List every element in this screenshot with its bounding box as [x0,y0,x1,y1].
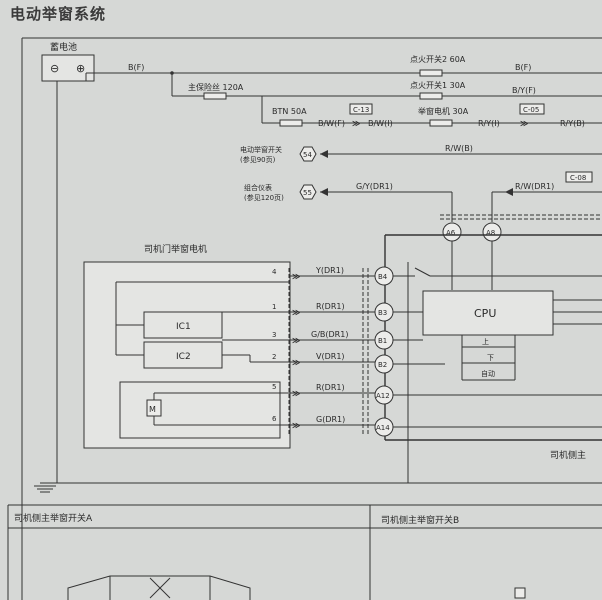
ref-54-line1: 电动举窗开关 [240,145,282,154]
svg-text:A12: A12 [376,392,390,400]
wire-rw-dr1: R/W(DR1) [515,182,554,191]
svg-text:B1: B1 [378,337,387,345]
wire-gb-dr1: G/B(DR1) [311,330,348,339]
pin-row-1: 4 ≫ Y(DR1) B4 [116,266,394,286]
svg-text:C-05: C-05 [523,106,539,114]
pin-row-5: 5 ≫ R(DR1) A12 [272,383,394,405]
svg-text:≫: ≫ [292,421,300,430]
wire-bw-i: B/W(I) [368,119,393,128]
fuse-ign2-label: 点火开关2 60A [410,54,466,64]
ref-54-badge [299,146,317,162]
battery-pos-icon: ⊕ [76,62,85,75]
svg-text:≫: ≫ [292,308,300,317]
svg-text:54: 54 [303,151,312,159]
fuse-ign1-icon [419,92,443,100]
svg-text:≫: ≫ [292,389,300,398]
fuse-motor-icon [429,119,453,127]
fuse-ign1-label: 点火开关1 30A [410,80,466,90]
svg-text:A14: A14 [376,424,390,432]
wire-bf-1: B(F) [128,63,144,72]
svg-text:3: 3 [272,331,276,339]
pin-row-4: 2 ≫ V(DR1) B2 [272,352,394,374]
battery-label: 蓄电池 [50,41,77,53]
connector-c05 [519,103,545,115]
wire-gy-dr1: G/Y(DR1) [356,182,393,191]
switch-up-label: 上 [482,337,489,346]
wire-ry-b: R/Y(B) [560,119,585,128]
svg-text:M: M [149,405,156,414]
switch-auto-label: 自动 [481,369,495,378]
fuse-btn-label: BTN 50A [272,107,307,116]
panel-a-title: 司机侧主举窗开关A [14,512,93,524]
fuse-motor-label: 举窗电机 30A [418,106,469,116]
ic2-box [143,341,223,369]
switch-down-label: 下 [487,354,494,362]
fuse-main-label: 主保险丝 120A [188,82,244,92]
panel-b-icon [514,587,526,599]
svg-text:2: 2 [272,353,276,361]
wire-r-dr1: R(DR1) [316,302,345,311]
ref-55-line2: (参见120页) [244,193,284,202]
svg-text:A6: A6 [446,229,456,237]
motor-sensor-box [119,381,281,439]
svg-text:4: 4 [272,268,277,276]
svg-text:C-13: C-13 [353,106,369,114]
battery-neg-icon: ⊖ [50,62,59,75]
svg-text:≫: ≫ [292,336,300,345]
svg-text:≫: ≫ [292,272,300,281]
ic1-label: IC1 [176,322,191,332]
svg-text:B4: B4 [378,273,388,281]
wire-bf-2: B(F) [515,63,531,72]
svg-text:B3: B3 [378,309,387,317]
ref-55-badge [299,184,317,200]
svg-text:C-08: C-08 [570,174,586,182]
svg-text:5: 5 [272,383,276,391]
panel-a-switch-outline [67,575,251,600]
svg-text:6: 6 [272,415,277,423]
fuse-ign2-icon [419,69,443,77]
connector-c08 [565,171,593,183]
wire-rw-b: R/W(B) [445,144,473,153]
cpu-label: CPU [474,307,496,320]
pin-row-2: 1 ≫ R(DR1) B3 [272,302,394,322]
wire-ry-i: R/Y(I) [478,119,500,128]
right-side-label: 司机侧主 [550,449,586,461]
svg-text:1: 1 [272,303,276,311]
panel-b-title: 司机侧主举窗开关B [381,514,459,526]
wire-by-f: B/Y(F) [512,86,536,95]
fuse-main-icon [203,92,227,100]
battery-box [41,54,95,82]
fuse-btn-icon [279,119,303,127]
wire-bw-f: B/W(F) [318,119,345,128]
wire-v-dr1: V(DR1) [316,352,345,361]
wire-r-dr1-b: R(DR1) [316,383,345,392]
svg-text:≫: ≫ [352,119,360,128]
svg-text:A8: A8 [486,229,495,237]
svg-text:≫: ≫ [292,358,300,367]
connector-c13 [349,103,373,115]
svg-text:55: 55 [303,189,312,197]
wire-g-dr1: G(DR1) [316,415,345,424]
svg-text:≫: ≫ [520,119,528,128]
ref-54-line2: (参见90页) [240,155,276,164]
motor-box-title: 司机门举窗电机 [144,243,207,255]
ref-55-line1: 组合仪表 [244,183,272,192]
cpu-box [422,290,554,336]
wire-y-dr1: Y(DR1) [315,266,344,275]
page-title: 电动举窗系统 [10,5,107,23]
ic2-label: IC2 [176,352,191,362]
svg-text:B2: B2 [378,361,387,369]
